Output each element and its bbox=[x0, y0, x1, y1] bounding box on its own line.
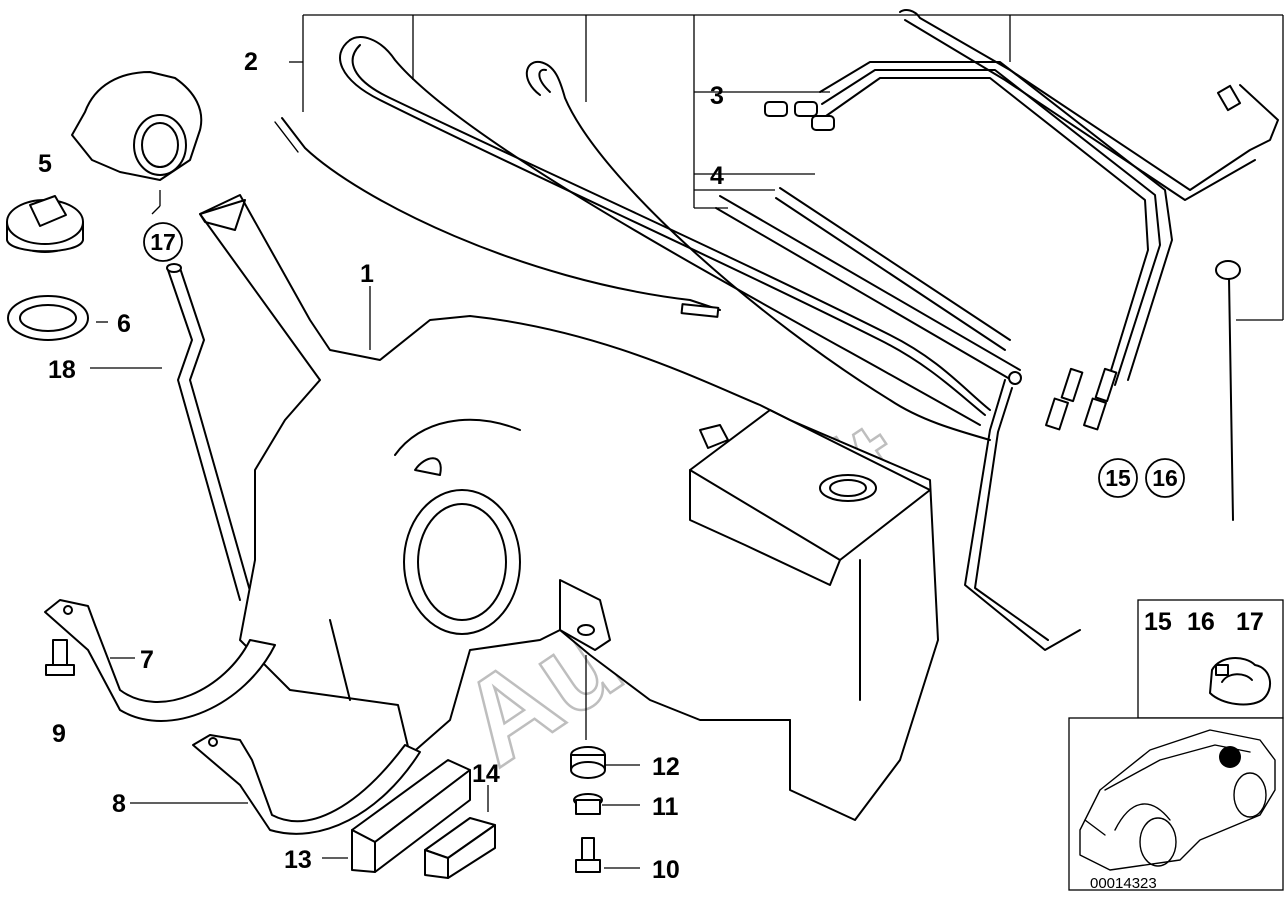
callout-9: 9 bbox=[52, 720, 66, 748]
inset-label-17: 17 bbox=[1236, 608, 1264, 636]
callout-11: 11 bbox=[652, 793, 679, 821]
circled-callout-15: 15 bbox=[1098, 458, 1138, 498]
callout-4: 4 bbox=[710, 162, 724, 190]
callouts: 1 2 3 4 5 6 7 8 9 10 11 12 13 14 18 bbox=[38, 48, 724, 884]
tank-strap-front bbox=[44, 599, 276, 722]
callout-14: 14 bbox=[472, 760, 500, 788]
callout-18: 18 bbox=[48, 356, 76, 384]
image-code: 00014323 bbox=[1090, 875, 1157, 892]
inset-label-16: 16 bbox=[1187, 608, 1215, 636]
inset-label-15: 15 bbox=[1144, 608, 1172, 636]
sealing-ring bbox=[7, 295, 89, 341]
circled-callout-17-label: 17 bbox=[150, 229, 176, 255]
pad-large bbox=[322, 759, 471, 873]
callout-6: 6 bbox=[117, 310, 131, 338]
callout-1: 1 bbox=[360, 260, 374, 288]
fuel-tank-location-marker bbox=[1219, 746, 1241, 768]
callout-5: 5 bbox=[38, 150, 52, 178]
callout-13: 13 bbox=[284, 846, 312, 874]
tank-strap-rear bbox=[130, 734, 421, 835]
circled-callout-17: 17 bbox=[143, 222, 183, 262]
bolt-9 bbox=[45, 639, 75, 676]
callout-8: 8 bbox=[112, 790, 126, 818]
circled-callout-16: 16 bbox=[1145, 458, 1185, 498]
fuel-tank bbox=[199, 194, 939, 821]
fuel-cap bbox=[6, 195, 84, 253]
bolt-10 bbox=[575, 837, 640, 873]
circled-callout-15-label: 15 bbox=[1105, 465, 1131, 491]
vent-pipe bbox=[166, 263, 253, 601]
pad-small bbox=[424, 785, 496, 879]
filler-housing bbox=[71, 71, 203, 215]
inset-panel bbox=[1068, 599, 1284, 891]
circled-callout-16-label: 16 bbox=[1152, 465, 1178, 491]
callout-12: 12 bbox=[652, 753, 680, 781]
callout-10: 10 bbox=[652, 856, 680, 884]
hoses-bracket bbox=[289, 14, 1284, 321]
callout-2: 2 bbox=[244, 48, 258, 76]
callout-3: 3 bbox=[710, 82, 724, 110]
fuel-hoses bbox=[274, 9, 1279, 651]
bushing-11 bbox=[573, 793, 640, 815]
callout-7: 7 bbox=[140, 646, 154, 674]
rubber-mount-12 bbox=[570, 746, 640, 779]
